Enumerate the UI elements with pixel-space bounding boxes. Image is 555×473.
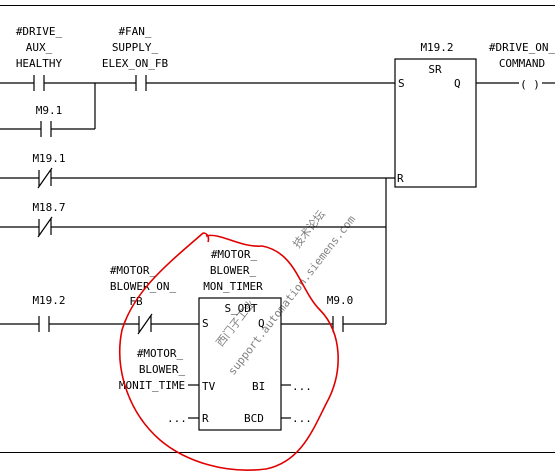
timer-pin-bi: BI — [252, 380, 265, 393]
contact-drive-aux-healthy-label-1: #DRIVE_ — [16, 25, 63, 38]
timer-block-s-odt[interactable]: #MOTOR_ BLOWER_ MON_TIMER S_ODT S Q TV B… — [198, 248, 282, 431]
coil-symbol: ( ) — [520, 78, 540, 91]
timer-bcd-placeholder: ... — [292, 412, 312, 425]
sr-pin-q: Q — [454, 77, 461, 90]
timer-pin-q: Q — [258, 317, 265, 330]
sr-pin-s: S — [398, 77, 405, 90]
contact-drive-aux-healthy[interactable]: #DRIVE_ AUX_ HEALTHY — [16, 25, 63, 91]
sr-block-name: SR — [428, 63, 442, 76]
contact-m18-7-nc[interactable]: M18.7 — [32, 201, 66, 238]
timer-name-3: MON_TIMER — [203, 280, 263, 293]
contact-m19-2[interactable]: M19.2 — [32, 294, 66, 332]
timer-tv-param-1: #MOTOR_ — [137, 347, 184, 360]
timer-r-placeholder: ... — [167, 412, 187, 425]
contact-fan-supply[interactable]: #FAN_ SUPPLY_ ELEX_ON_FB — [102, 25, 169, 91]
timer-type: S_ODT — [224, 302, 257, 315]
contact-fan-supply-label-1: #FAN_ — [118, 25, 151, 38]
contact-m19-1-nc[interactable]: M19.1 — [32, 152, 66, 189]
contact-m18-7-label: M18.7 — [32, 201, 65, 214]
contact-fan-supply-label-2: SUPPLY_ — [112, 41, 159, 54]
coil-label-2: COMMAND — [499, 57, 545, 70]
sr-block[interactable]: M19.2 SR S Q R — [394, 41, 477, 188]
contact-motor-blower-on-fb-nc[interactable]: #MOTOR_ BLOWER_ON_ FB — [110, 264, 177, 335]
contact-motor-blower-label-1: #MOTOR_ — [110, 264, 157, 277]
contact-m9-0-label: M9.0 — [327, 294, 354, 307]
annotation-circle — [119, 232, 339, 471]
contact-m19-1-label: M19.1 — [32, 152, 65, 165]
timer-bi-placeholder: ... — [292, 380, 312, 393]
timer-pin-s: S — [202, 317, 209, 330]
contact-m9-1[interactable]: M9.1 — [36, 104, 63, 137]
timer-pin-r: R — [202, 412, 209, 425]
sr-pin-r: R — [397, 172, 404, 185]
timer-pin-tv: TV — [202, 380, 216, 393]
contact-fan-supply-label-3: ELEX_ON_FB — [102, 57, 169, 70]
contact-drive-aux-healthy-label-3: HEALTHY — [16, 57, 63, 70]
watermark-text-2: 技术论坛 — [290, 207, 328, 250]
coil-label-1: #DRIVE_ON_ — [489, 41, 555, 54]
timer-pin-bcd: BCD — [244, 412, 264, 425]
contact-m9-1-label: M9.1 — [36, 104, 63, 117]
contact-drive-aux-healthy-label-2: AUX_ — [26, 41, 53, 54]
timer-name-2: BLOWER_ — [210, 264, 257, 277]
timer-tv-param-2: BLOWER_ — [139, 363, 186, 376]
timer-name-1: #MOTOR_ — [211, 248, 258, 261]
timer-tv-param-3: MONIT_TIME — [119, 379, 185, 392]
sr-block-address: M19.2 — [420, 41, 453, 54]
contact-motor-blower-label-2: BLOWER_ON_ — [110, 280, 177, 293]
coil-drive-on-command[interactable]: #DRIVE_ON_ COMMAND ( ) — [489, 41, 555, 91]
contact-m19-2-label: M19.2 — [32, 294, 65, 307]
